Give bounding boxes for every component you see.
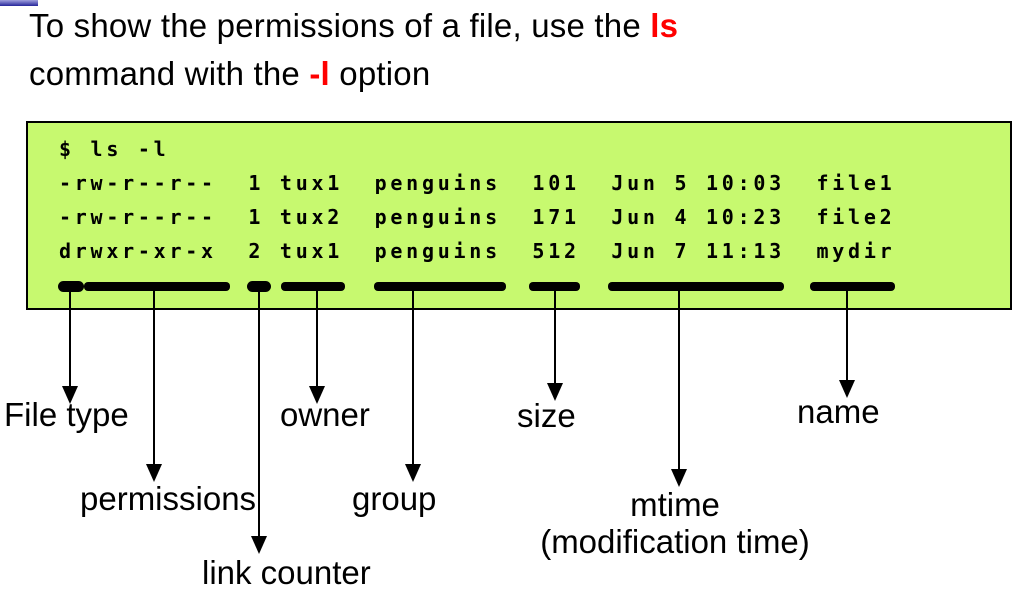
arrowhead-file-type bbox=[62, 386, 78, 404]
title-ls-command: ls bbox=[650, 7, 679, 44]
label-size: size bbox=[517, 397, 576, 434]
arrow-group bbox=[412, 291, 414, 464]
arrowhead-owner bbox=[309, 386, 325, 404]
arrowhead-mtime bbox=[671, 469, 687, 487]
terminal-line-file2: -rw-r--r-- 1 tux2 penguins 171 Jun 4 10:… bbox=[59, 205, 896, 229]
underline-size bbox=[529, 282, 580, 291]
underline-name bbox=[810, 282, 895, 291]
arrow-name bbox=[846, 291, 848, 380]
label-group: group bbox=[352, 480, 437, 517]
title-l-option: -l bbox=[309, 55, 330, 92]
arrow-link-counter bbox=[258, 291, 260, 536]
title-text-1: To show the permissions of a file, use t… bbox=[29, 7, 651, 44]
arrowhead-group bbox=[405, 464, 421, 482]
label-link-counter: link counter bbox=[202, 554, 371, 591]
title-text-2: command with the bbox=[29, 55, 310, 92]
terminal-line-prompt: $ ls -l bbox=[59, 137, 170, 161]
label-mtime: mtime (modification time) bbox=[540, 486, 810, 560]
terminal-output-box: $ ls -l -rw-r--r-- 1 tux1 penguins 101 Ju… bbox=[26, 121, 1012, 310]
arrow-permissions bbox=[153, 291, 155, 464]
underline-link-counter bbox=[247, 281, 271, 292]
label-file-type: File type bbox=[4, 396, 129, 433]
bullet-marker-icon bbox=[0, 0, 38, 6]
label-mtime-full: (modification time) bbox=[540, 523, 810, 560]
label-mtime-short: mtime bbox=[630, 486, 720, 523]
underline-permissions bbox=[84, 282, 230, 291]
label-permissions: permissions bbox=[80, 480, 257, 517]
arrow-owner bbox=[316, 291, 318, 386]
arrow-file-type bbox=[69, 291, 71, 386]
arrowhead-size bbox=[547, 383, 563, 401]
label-owner: owner bbox=[280, 396, 370, 433]
underline-owner bbox=[281, 282, 345, 291]
underline-mtime bbox=[608, 282, 784, 291]
terminal-line-mydir: drwxr-xr-x 2 tux1 penguins 512 Jun 7 11:… bbox=[59, 239, 896, 263]
arrowhead-name bbox=[839, 380, 855, 398]
terminal-line-file1: -rw-r--r-- 1 tux1 penguins 101 Jun 5 10:… bbox=[59, 171, 896, 195]
underline-file-type bbox=[58, 281, 84, 292]
title-text-3: option bbox=[329, 55, 431, 92]
underline-group bbox=[374, 282, 506, 291]
arrowhead-link-counter bbox=[251, 536, 267, 554]
arrow-size bbox=[554, 291, 556, 383]
arrow-mtime bbox=[678, 291, 680, 469]
label-name: name bbox=[797, 393, 880, 430]
arrowhead-permissions bbox=[146, 464, 162, 482]
page-title: To show the permissions of a file, use t… bbox=[29, 2, 678, 98]
ls-output: $ ls -l -rw-r--r-- 1 tux1 penguins 101 Ju… bbox=[59, 132, 895, 268]
